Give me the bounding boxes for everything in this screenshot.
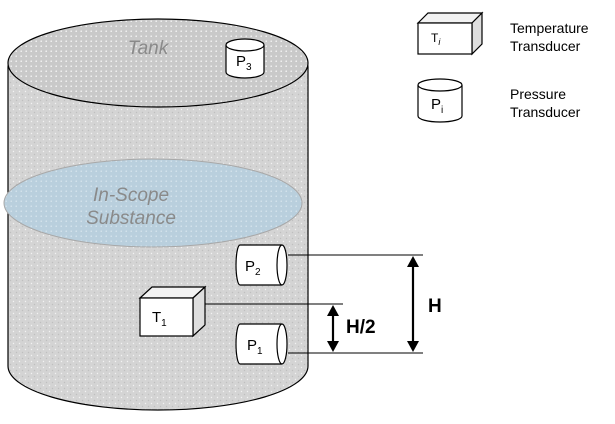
legend-temperature-subscript: i: [438, 37, 441, 47]
liquid-surface: [3, 158, 303, 248]
svg-text:Pi: Pi: [431, 96, 443, 116]
temperature-cube-icon: [417, 22, 473, 55]
svg-text:Ti: Ti: [431, 31, 441, 47]
legend-temperature-line2: Transducer: [510, 38, 581, 54]
substance-label-line1: In-Scope: [93, 185, 169, 206]
legend-pressure-symbol: P: [431, 96, 441, 113]
p3-subscript: 3: [246, 62, 252, 73]
legend-pressure-line1: Pressure: [510, 86, 566, 102]
p1-symbol: P: [247, 337, 257, 354]
legend-pressure: Pi Pressure Transducer: [417, 78, 581, 123]
p3-symbol: P: [236, 53, 246, 70]
pressure-transducer-p1: P1: [235, 323, 288, 365]
svg-text:P3: P3: [236, 53, 252, 73]
legend-temperature: Ti Temperature Transducer: [416, 11, 589, 56]
legend-temperature-symbol: T: [431, 31, 439, 45]
svg-text:P2: P2: [245, 258, 261, 278]
p2-subscript: 2: [255, 267, 261, 278]
legend-pressure-line2: Transducer: [510, 104, 581, 120]
t1-symbol: T: [152, 309, 161, 326]
temperature-transducer-t1: T1: [138, 285, 207, 338]
half-height-dimension: H/2: [327, 305, 376, 352]
p1-subscript: 1: [257, 346, 263, 357]
half-height-label: H/2: [346, 317, 376, 338]
pressure-transducer-p2: P2: [235, 244, 288, 286]
legend-pressure-subscript: i: [441, 105, 443, 116]
svg-text:T1: T1: [152, 309, 167, 329]
substance-label-line2: Substance: [86, 208, 176, 229]
svg-text:P1: P1: [247, 337, 263, 357]
height-dimension: H: [407, 256, 442, 352]
p2-symbol: P: [245, 258, 255, 275]
height-label: H: [428, 296, 442, 317]
pressure-transducer-p3: P3: [225, 38, 265, 79]
dimension-reference-lines: [205, 254, 423, 354]
t1-subscript: 1: [161, 318, 167, 329]
pressure-cylinder-icon: [417, 85, 463, 123]
tank-label: Tank: [128, 38, 170, 59]
legend-temperature-line1: Temperature: [510, 20, 589, 36]
legend: Ti Temperature Transducer Pi Pressure Tr…: [416, 11, 589, 123]
tank: Tank In-Scope Substance: [3, 18, 309, 411]
